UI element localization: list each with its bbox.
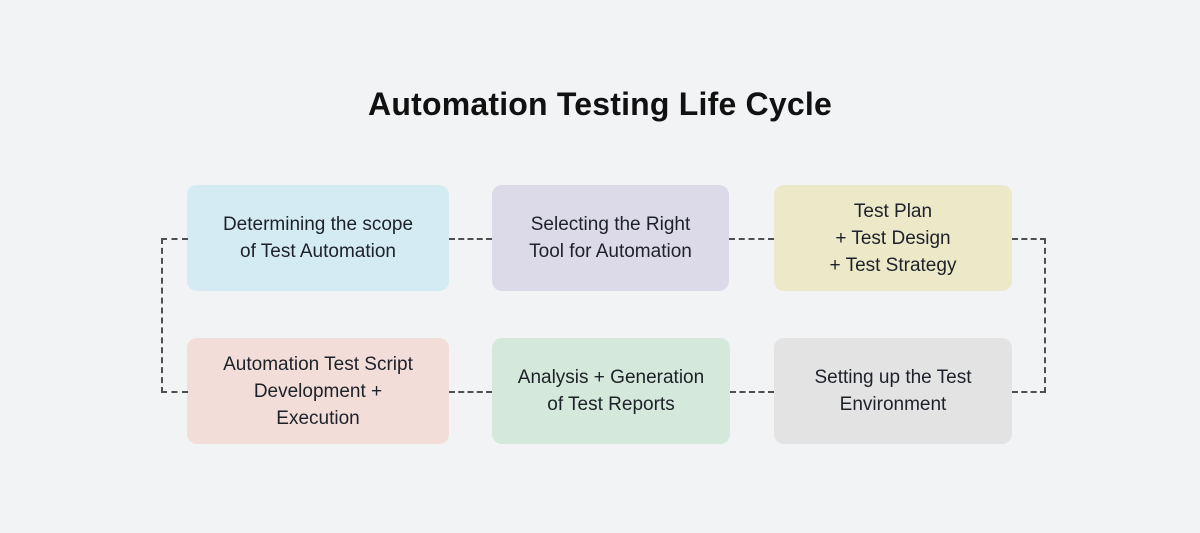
connector-tool-plan — [729, 238, 774, 240]
node-script: Automation Test Script Development + Exe… — [187, 338, 449, 444]
node-scope-label: Determining the scope of Test Automation — [222, 214, 414, 262]
node-scope: Determining the scope of Test Automation — [187, 185, 449, 291]
node-tool-label: Selecting the Right Tool for Automation — [529, 214, 692, 262]
connector-script-analysis — [449, 391, 492, 393]
node-analysis: Analysis + Generation of Test Reports — [492, 338, 730, 444]
node-plan: Test Plan + Test Design + Test Strategy — [774, 185, 1012, 291]
node-tool: Selecting the Right Tool for Automation — [492, 185, 729, 291]
connector-scope-tool — [449, 238, 492, 240]
node-plan-label: Test Plan + Test Design + Test Strategy — [829, 200, 957, 276]
node-analysis-label: Analysis + Generation of Test Reports — [517, 367, 705, 415]
node-env: Setting up the Test Environment — [774, 338, 1012, 444]
connector-plan-env-right-loop — [1012, 238, 1046, 393]
connector-script-scope-left-loop — [161, 238, 188, 393]
connector-analysis-env — [730, 391, 774, 393]
node-env-label: Setting up the Test Environment — [814, 367, 972, 415]
diagram-title: Automation Testing Life Cycle — [368, 86, 832, 122]
node-script-label: Automation Test Script Development + Exe… — [223, 353, 413, 429]
